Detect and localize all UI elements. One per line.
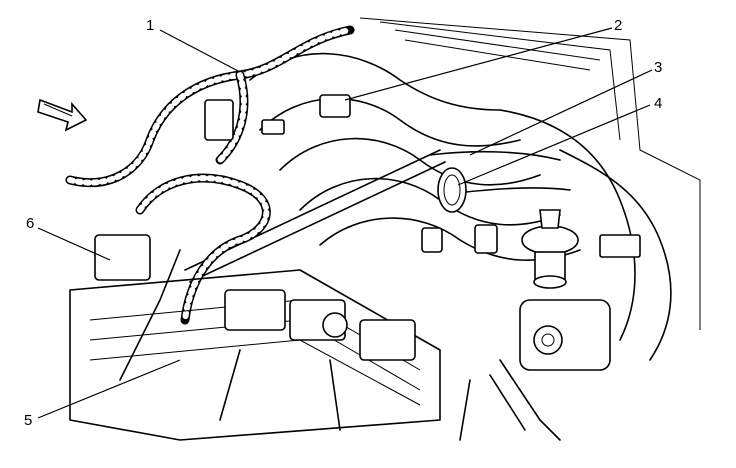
small-connector — [261, 119, 285, 135]
callout-leaders — [37, 27, 653, 419]
throttle-body — [489, 299, 611, 441]
map-sensor — [319, 94, 351, 118]
vacuum-tube — [184, 149, 446, 283]
bracket-block — [474, 224, 498, 254]
leader-6 — [37, 227, 111, 261]
spark-plug-wires — [119, 249, 471, 441]
wiring-harness — [65, 25, 355, 325]
callout-4: 4 — [654, 95, 662, 112]
leader-4 — [457, 104, 651, 186]
callout-1: 1 — [146, 17, 154, 34]
leader-1 — [159, 29, 241, 73]
leader-2 — [344, 27, 613, 101]
callout-6: 6 — [26, 215, 34, 232]
leader-3 — [469, 69, 653, 156]
leader-5 — [37, 359, 181, 419]
firewall-outline — [359, 17, 701, 330]
front-of-vehicle-arrow-icon — [37, 98, 88, 132]
callout-labels: 1 2 3 4 5 6 — [24, 17, 662, 429]
harness-connector — [204, 99, 234, 141]
air-intake-tube — [429, 150, 571, 213]
callout-3: 3 — [654, 59, 662, 76]
ignition-coil-pack — [69, 234, 441, 441]
callout-2: 2 — [614, 17, 622, 34]
connectors — [204, 94, 641, 258]
oil-filler-cap — [521, 209, 579, 289]
side-connector — [599, 234, 641, 258]
callout-5: 5 — [24, 412, 32, 429]
sensor-block — [421, 227, 443, 253]
